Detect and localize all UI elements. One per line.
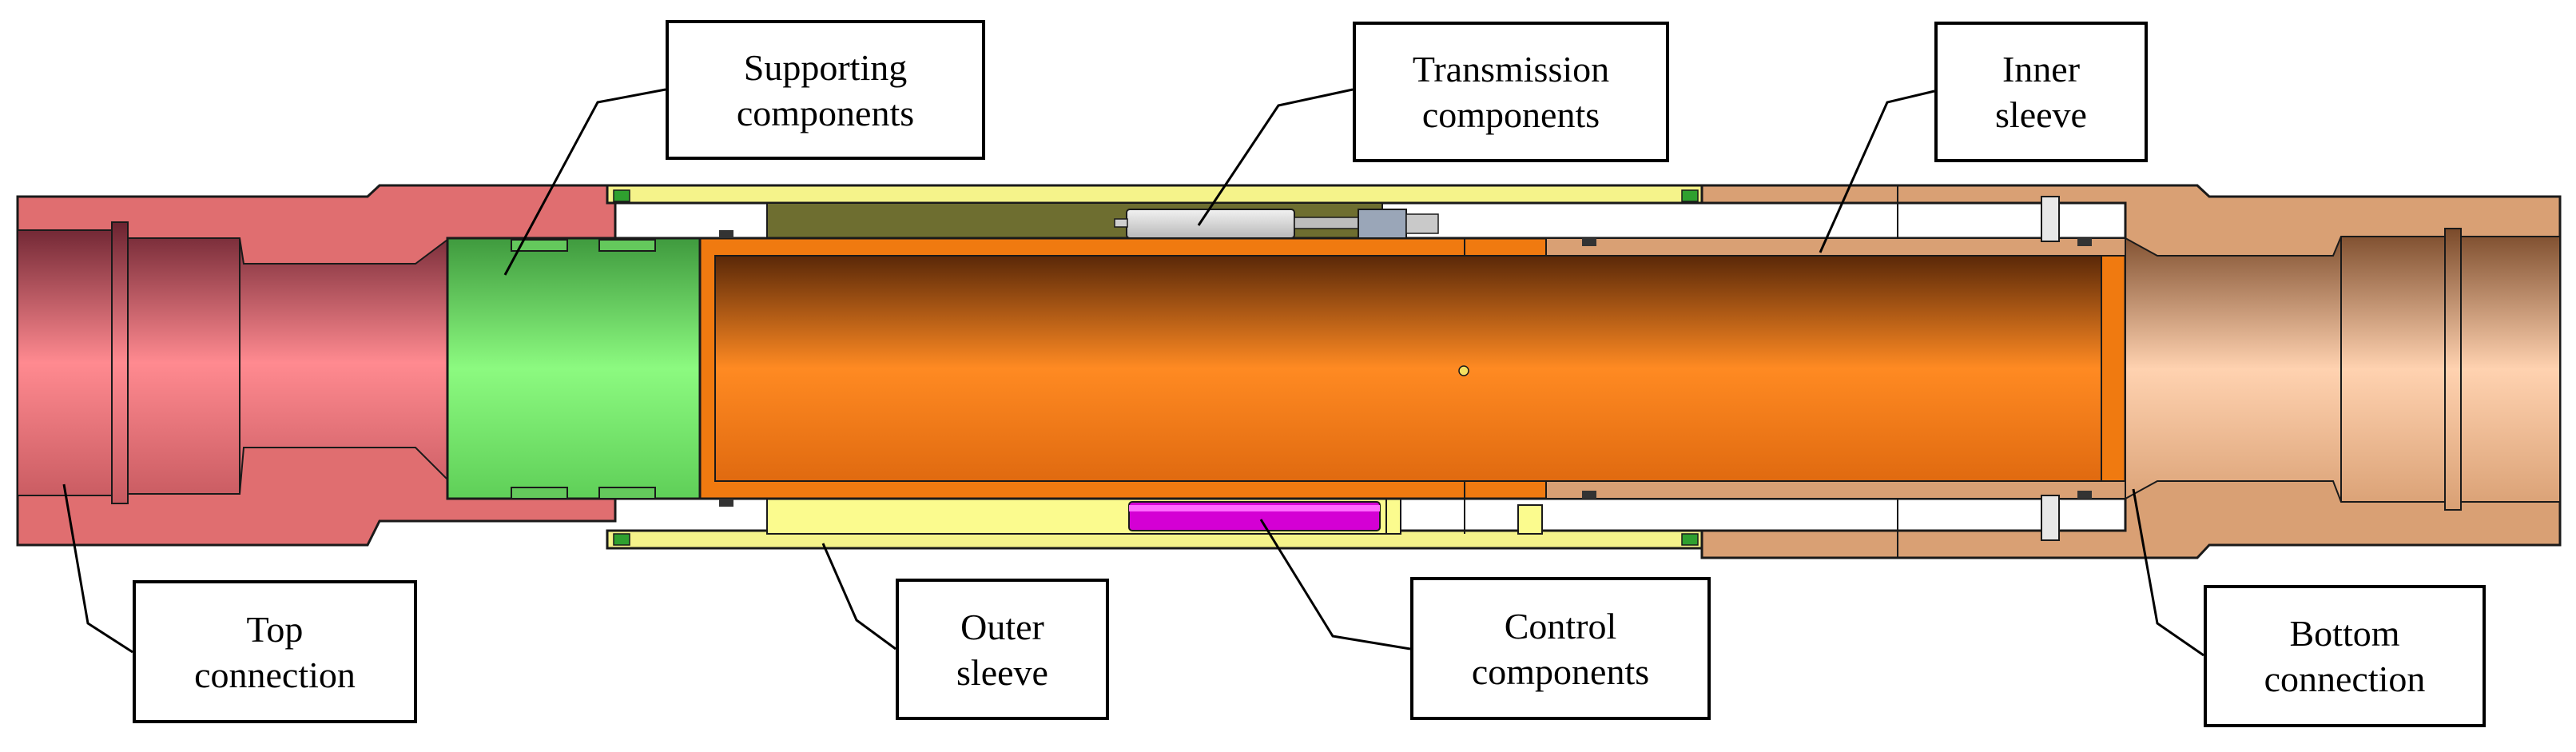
label-line-2: sleeve <box>956 651 1048 693</box>
label-top-connection: Top connection <box>133 580 417 723</box>
label-transmission-components: Transmission components <box>1353 22 1669 162</box>
label-line-1: Transmission <box>1412 49 1610 90</box>
label-line-1: Supporting <box>743 46 908 88</box>
label-control-components: Control components <box>1410 577 1711 720</box>
label-line-2: connection <box>194 654 356 695</box>
label-line-2: sleeve <box>1995 94 2087 135</box>
label-line-1: Outer <box>960 606 1044 647</box>
label-line-2: connection <box>2264 658 2426 699</box>
label-outer-sleeve: Outer sleeve <box>896 579 1109 720</box>
label-bottom-connection: Bottom connection <box>2204 585 2486 727</box>
label-line-1: Inner <box>2002 49 2081 90</box>
leader-inner-sleeve <box>1819 90 1935 253</box>
leader-top-connection <box>62 483 133 654</box>
label-line-2: components <box>736 92 915 133</box>
control-components-part <box>1128 501 1381 531</box>
label-supporting-components: Supporting components <box>666 20 985 160</box>
label-line-1: Bottom <box>2289 613 2400 654</box>
leader-control <box>1259 519 1411 651</box>
leader-bottom-connection <box>2132 488 2204 657</box>
leader-outer-sleeve <box>821 543 896 651</box>
label-line-2: components <box>1471 651 1650 692</box>
label-line-2: components <box>1421 94 1600 135</box>
leader-lines <box>62 88 2204 657</box>
transmission-components-part <box>1114 209 1439 239</box>
label-inner-sleeve: Inner sleeve <box>1934 22 2148 162</box>
inner-sleeve-part <box>698 237 2127 534</box>
bottom-connection-part <box>1545 184 2562 559</box>
seal-rings <box>613 189 2092 546</box>
label-line-1: Control <box>1504 605 1617 647</box>
supporting-components-part <box>446 237 702 500</box>
leader-transmission <box>1197 88 1354 226</box>
label-line-1: Top <box>246 608 304 650</box>
leader-supporting <box>503 88 666 276</box>
